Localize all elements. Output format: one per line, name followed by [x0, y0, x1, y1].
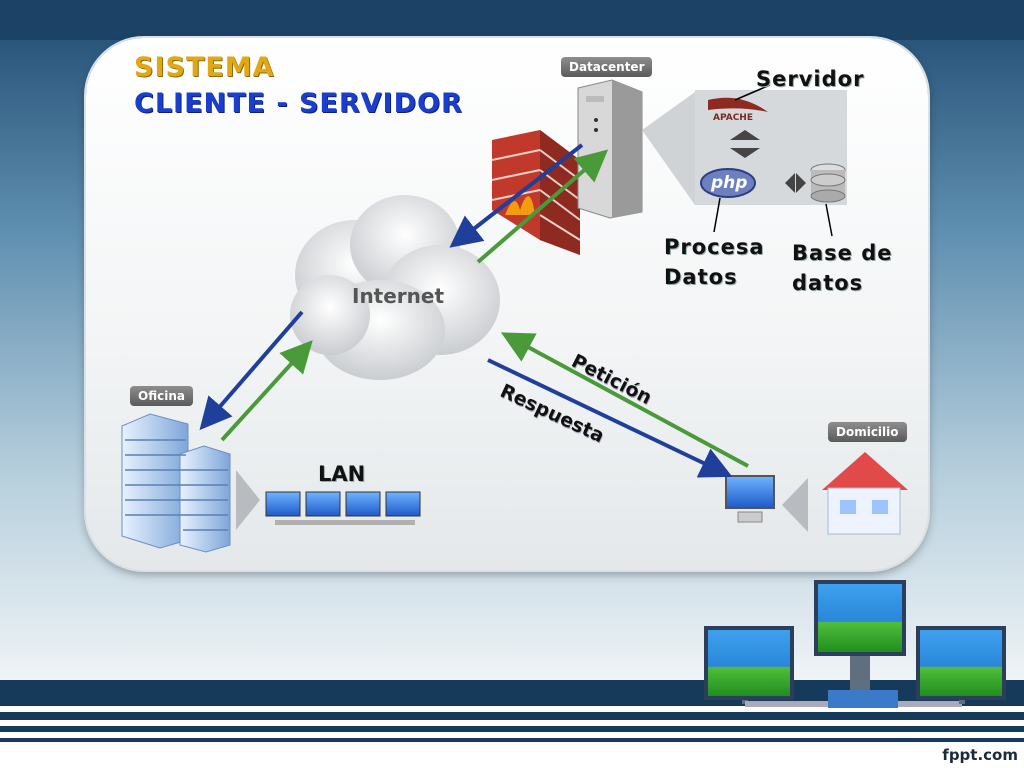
database-icon — [810, 163, 846, 203]
arrow-down-icon — [730, 148, 760, 158]
lan-network-icon — [265, 491, 421, 525]
arrow-datacenter-to-internet — [449, 143, 584, 248]
lan-label: LAN — [318, 462, 366, 486]
server-tower-icon — [577, 79, 695, 219]
internet-label: Internet — [352, 284, 445, 308]
php-logo-icon — [700, 168, 756, 198]
title-line-1: SISTEMA — [134, 52, 275, 83]
apache-label: APACHE — [713, 113, 753, 123]
office-building-icon — [121, 413, 260, 553]
base-datos-label: Base de datos — [792, 238, 893, 298]
home-icon — [782, 452, 908, 535]
network-monitors-icon — [704, 580, 1006, 708]
footer-stripe-3 — [0, 738, 1024, 742]
procesa-line-2: Datos — [664, 265, 738, 289]
arrow-office-to-internet — [220, 340, 313, 442]
apache-feather-icon — [708, 97, 768, 112]
footer-stripe-1 — [0, 712, 1024, 720]
arrow-internet-to-office — [199, 310, 304, 431]
footer-stripe-2 — [0, 726, 1024, 732]
procesa-line-1: Procesa — [664, 235, 765, 259]
arrow-peticion — [500, 332, 749, 468]
datacenter-badge: Datacenter — [561, 57, 653, 77]
footer-brand: fppt.com — [942, 746, 1018, 764]
home-computer-icon — [725, 475, 775, 523]
domicilio-badge: Domicilio — [828, 422, 907, 442]
arrow-right-icon — [796, 173, 806, 193]
top-band — [0, 0, 1024, 40]
servidor-label: Servidor — [756, 67, 865, 91]
php-label: php — [711, 173, 748, 193]
base-datos-line-1: Base de — [792, 241, 893, 265]
arrow-up-icon — [730, 130, 760, 140]
title-line-2: CLIENTE - SERVIDOR — [134, 88, 463, 119]
arrow-respuesta — [487, 358, 733, 478]
oficina-badge: Oficina — [130, 386, 193, 406]
base-datos-line-2: datos — [792, 271, 864, 295]
arrow-internet-to-datacenter — [476, 149, 609, 264]
arrow-left-icon — [785, 173, 795, 193]
procesa-datos-label: Procesa Datos — [664, 232, 765, 292]
internet-cloud-icon — [290, 195, 500, 380]
server-stack-panel — [695, 84, 847, 237]
